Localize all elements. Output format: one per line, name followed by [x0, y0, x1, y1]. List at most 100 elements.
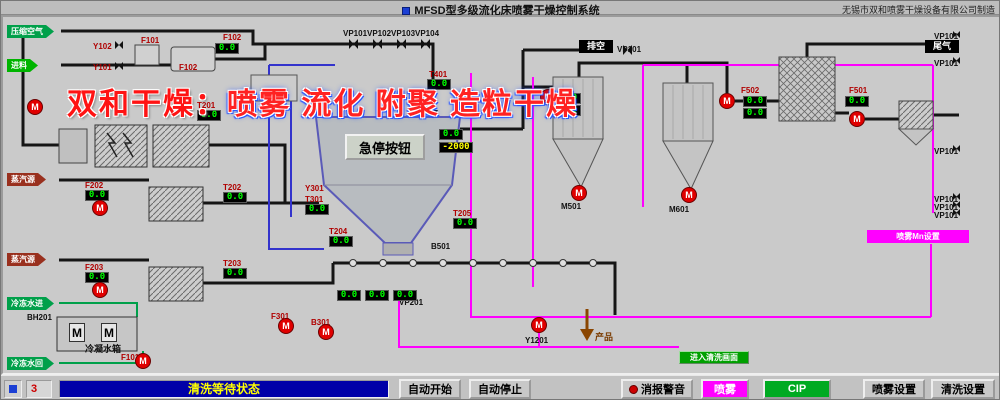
instrument-tag-Y301: Y301 — [305, 184, 324, 193]
motor-indicator: M — [531, 317, 547, 333]
alarm-icon — [629, 384, 638, 394]
auto-start-button[interactable]: 自动开始 — [399, 379, 461, 399]
instrument-tag-F203: F203 — [85, 263, 104, 272]
page-title-text: MFSD型多级流化床喷雾干燥控制系统 — [414, 5, 600, 17]
step-counter: 3 — [26, 380, 52, 398]
instrument-tag-T301: T301 — [305, 195, 324, 204]
io-label-排空: 排空 — [579, 40, 613, 53]
instrument-tag-M601: M601 — [669, 205, 690, 214]
motor-indicator: M — [571, 185, 587, 201]
instrument-tag-VP101: VP101 — [343, 29, 368, 38]
instrument-tag-VP101: VP101 — [934, 32, 959, 41]
instrument-tag-T201: T201 — [197, 101, 216, 110]
button-label: 喷雾 — [714, 384, 736, 396]
value-display: 0.0 — [557, 93, 581, 104]
instrument-tag-T205: T205 — [453, 209, 472, 218]
instrument-tag-F301: F301 — [271, 312, 290, 321]
value-display: -2000 — [439, 142, 473, 153]
spray-setpoint-note: 喷雾Mn设置 — [867, 230, 969, 243]
value-display: 0.0 — [427, 79, 451, 90]
io-label-尾气: 尾气 — [925, 40, 959, 53]
instrument-tag-VP101: VP101 — [934, 59, 959, 68]
instrument-tag-F101: F101 — [141, 36, 160, 45]
instrument-tag-Y101: Y101 — [93, 63, 112, 72]
value-display: 0.0 — [223, 268, 247, 279]
value-display: 0.0 — [223, 192, 247, 203]
instrument-tag-F102: F102 — [223, 33, 242, 42]
instrument-tag-T202: T202 — [223, 183, 242, 192]
motor-indicator: M — [92, 200, 108, 216]
spray-button[interactable]: 喷雾 — [701, 379, 749, 399]
instrument-tag-VP201: VP201 — [399, 298, 424, 307]
instrument-tag-BH201: BH201 — [27, 313, 52, 322]
instrument-tag-F101: F101 — [121, 353, 140, 362]
source-arrow-进料: 进料 — [7, 59, 38, 72]
motor-indicator: M — [719, 93, 735, 109]
value-display: 0.0 — [845, 96, 869, 107]
app-icon — [402, 7, 411, 16]
instrument-tag-M501: M501 — [561, 202, 582, 211]
value-display: 0.0 — [557, 105, 581, 116]
button-label: 清洗设置 — [941, 384, 985, 396]
motor-indicator: M — [135, 353, 151, 369]
status-grid-icon — [4, 380, 22, 398]
source-arrow-蒸汽源: 蒸汽源 — [7, 253, 46, 266]
button-label: 消报警音 — [641, 384, 685, 396]
source-arrow-冷冻水进: 冷冻水进 — [7, 297, 54, 310]
title-bar: MFSD型多级流化床喷雾干燥控制系统 无锡市双和喷雾干燥设备有限公司制造 — [1, 1, 999, 18]
instrument-tag-B301: B301 — [311, 318, 331, 327]
value-display: 0.0 — [337, 290, 361, 301]
instrument-tag-VP101: VP101 — [934, 203, 959, 212]
instrument-tag-B501: B501 — [431, 242, 451, 251]
value-display: 0.0 — [305, 204, 329, 215]
instrument-tag-VP101: VP101 — [934, 147, 959, 156]
instrument-tag-VP101: VP101 — [934, 195, 959, 204]
instrument-tag-Y1201: Y1201 — [525, 336, 549, 345]
motor-indicator: M — [318, 324, 334, 340]
source-arrow-蒸汽源: 蒸汽源 — [7, 173, 46, 186]
mute-alarm-button[interactable]: 消报警音 — [621, 379, 693, 399]
auto-stop-button[interactable]: 自动停止 — [469, 379, 531, 399]
source-arrow-压缩空气: 压缩空气 — [7, 25, 54, 38]
process-diagram: 急停按钮 喷雾Mn设置 进入清洗画面 双和干燥：喷雾 流化 附聚 造粒干燥 压缩… — [1, 15, 999, 375]
motor-indicator: M — [278, 318, 294, 334]
instrument-tag-T203: T203 — [223, 259, 242, 268]
diagram-label: 冷凝水箱 — [85, 344, 122, 354]
instrument-tag-VP101: VP101 — [617, 45, 642, 54]
page-title: MFSD型多级流化床喷雾干燥控制系统 — [1, 2, 999, 18]
instrument-tag-F501: F501 — [849, 86, 868, 95]
motor-indicator: M — [540, 89, 556, 105]
instrument-tag-VP102: VP102 — [367, 29, 392, 38]
instrument-tag-T401: T401 — [429, 70, 448, 79]
value-display: 0.0 — [743, 108, 767, 119]
instrument-tag-F102: F102 — [179, 63, 198, 72]
instrument-tag-T204: T204 — [329, 227, 348, 236]
value-display: 0.0 — [453, 218, 477, 229]
value-display: 0.0 — [393, 290, 417, 301]
value-display: 0.0 — [743, 96, 767, 107]
control-bar: 3 清洗等待状态 自动开始 自动停止 消报警音 喷雾 CIP 喷雾设置 清洗设置 — [1, 375, 999, 399]
cip-button[interactable]: CIP — [763, 379, 831, 399]
instrument-tag-Y102: Y102 — [93, 42, 112, 51]
goto-clean-screen-button[interactable]: 进入清洗画面 — [679, 351, 749, 364]
instrument-tag-F502: F502 — [741, 86, 760, 95]
emergency-stop-button[interactable]: 急停按钮 — [345, 134, 425, 160]
value-display: 0.0 — [197, 110, 221, 121]
clean-settings-button[interactable]: 清洗设置 — [931, 379, 995, 399]
motor-indicator: M — [681, 187, 697, 203]
status-message: 清洗等待状态 — [59, 380, 389, 398]
value-display: 0.0 — [215, 43, 239, 54]
instrument-tag-F202: F202 — [85, 181, 104, 190]
value-display: 0.0 — [365, 290, 389, 301]
button-label: CIP — [787, 383, 807, 395]
company-name: 无锡市双和喷雾干燥设备有限公司制造 — [841, 5, 995, 15]
spray-settings-button[interactable]: 喷雾设置 — [863, 379, 925, 399]
instrument-tag-VP101: VP101 — [934, 211, 959, 220]
motor-indicator: M — [27, 99, 43, 115]
instrument-tag-VP104: VP104 — [415, 29, 440, 38]
button-label: 喷雾设置 — [872, 384, 916, 396]
motor-indicator: M — [849, 111, 865, 127]
button-label: 自动开始 — [408, 384, 452, 396]
value-display: 0.0 — [329, 236, 353, 247]
